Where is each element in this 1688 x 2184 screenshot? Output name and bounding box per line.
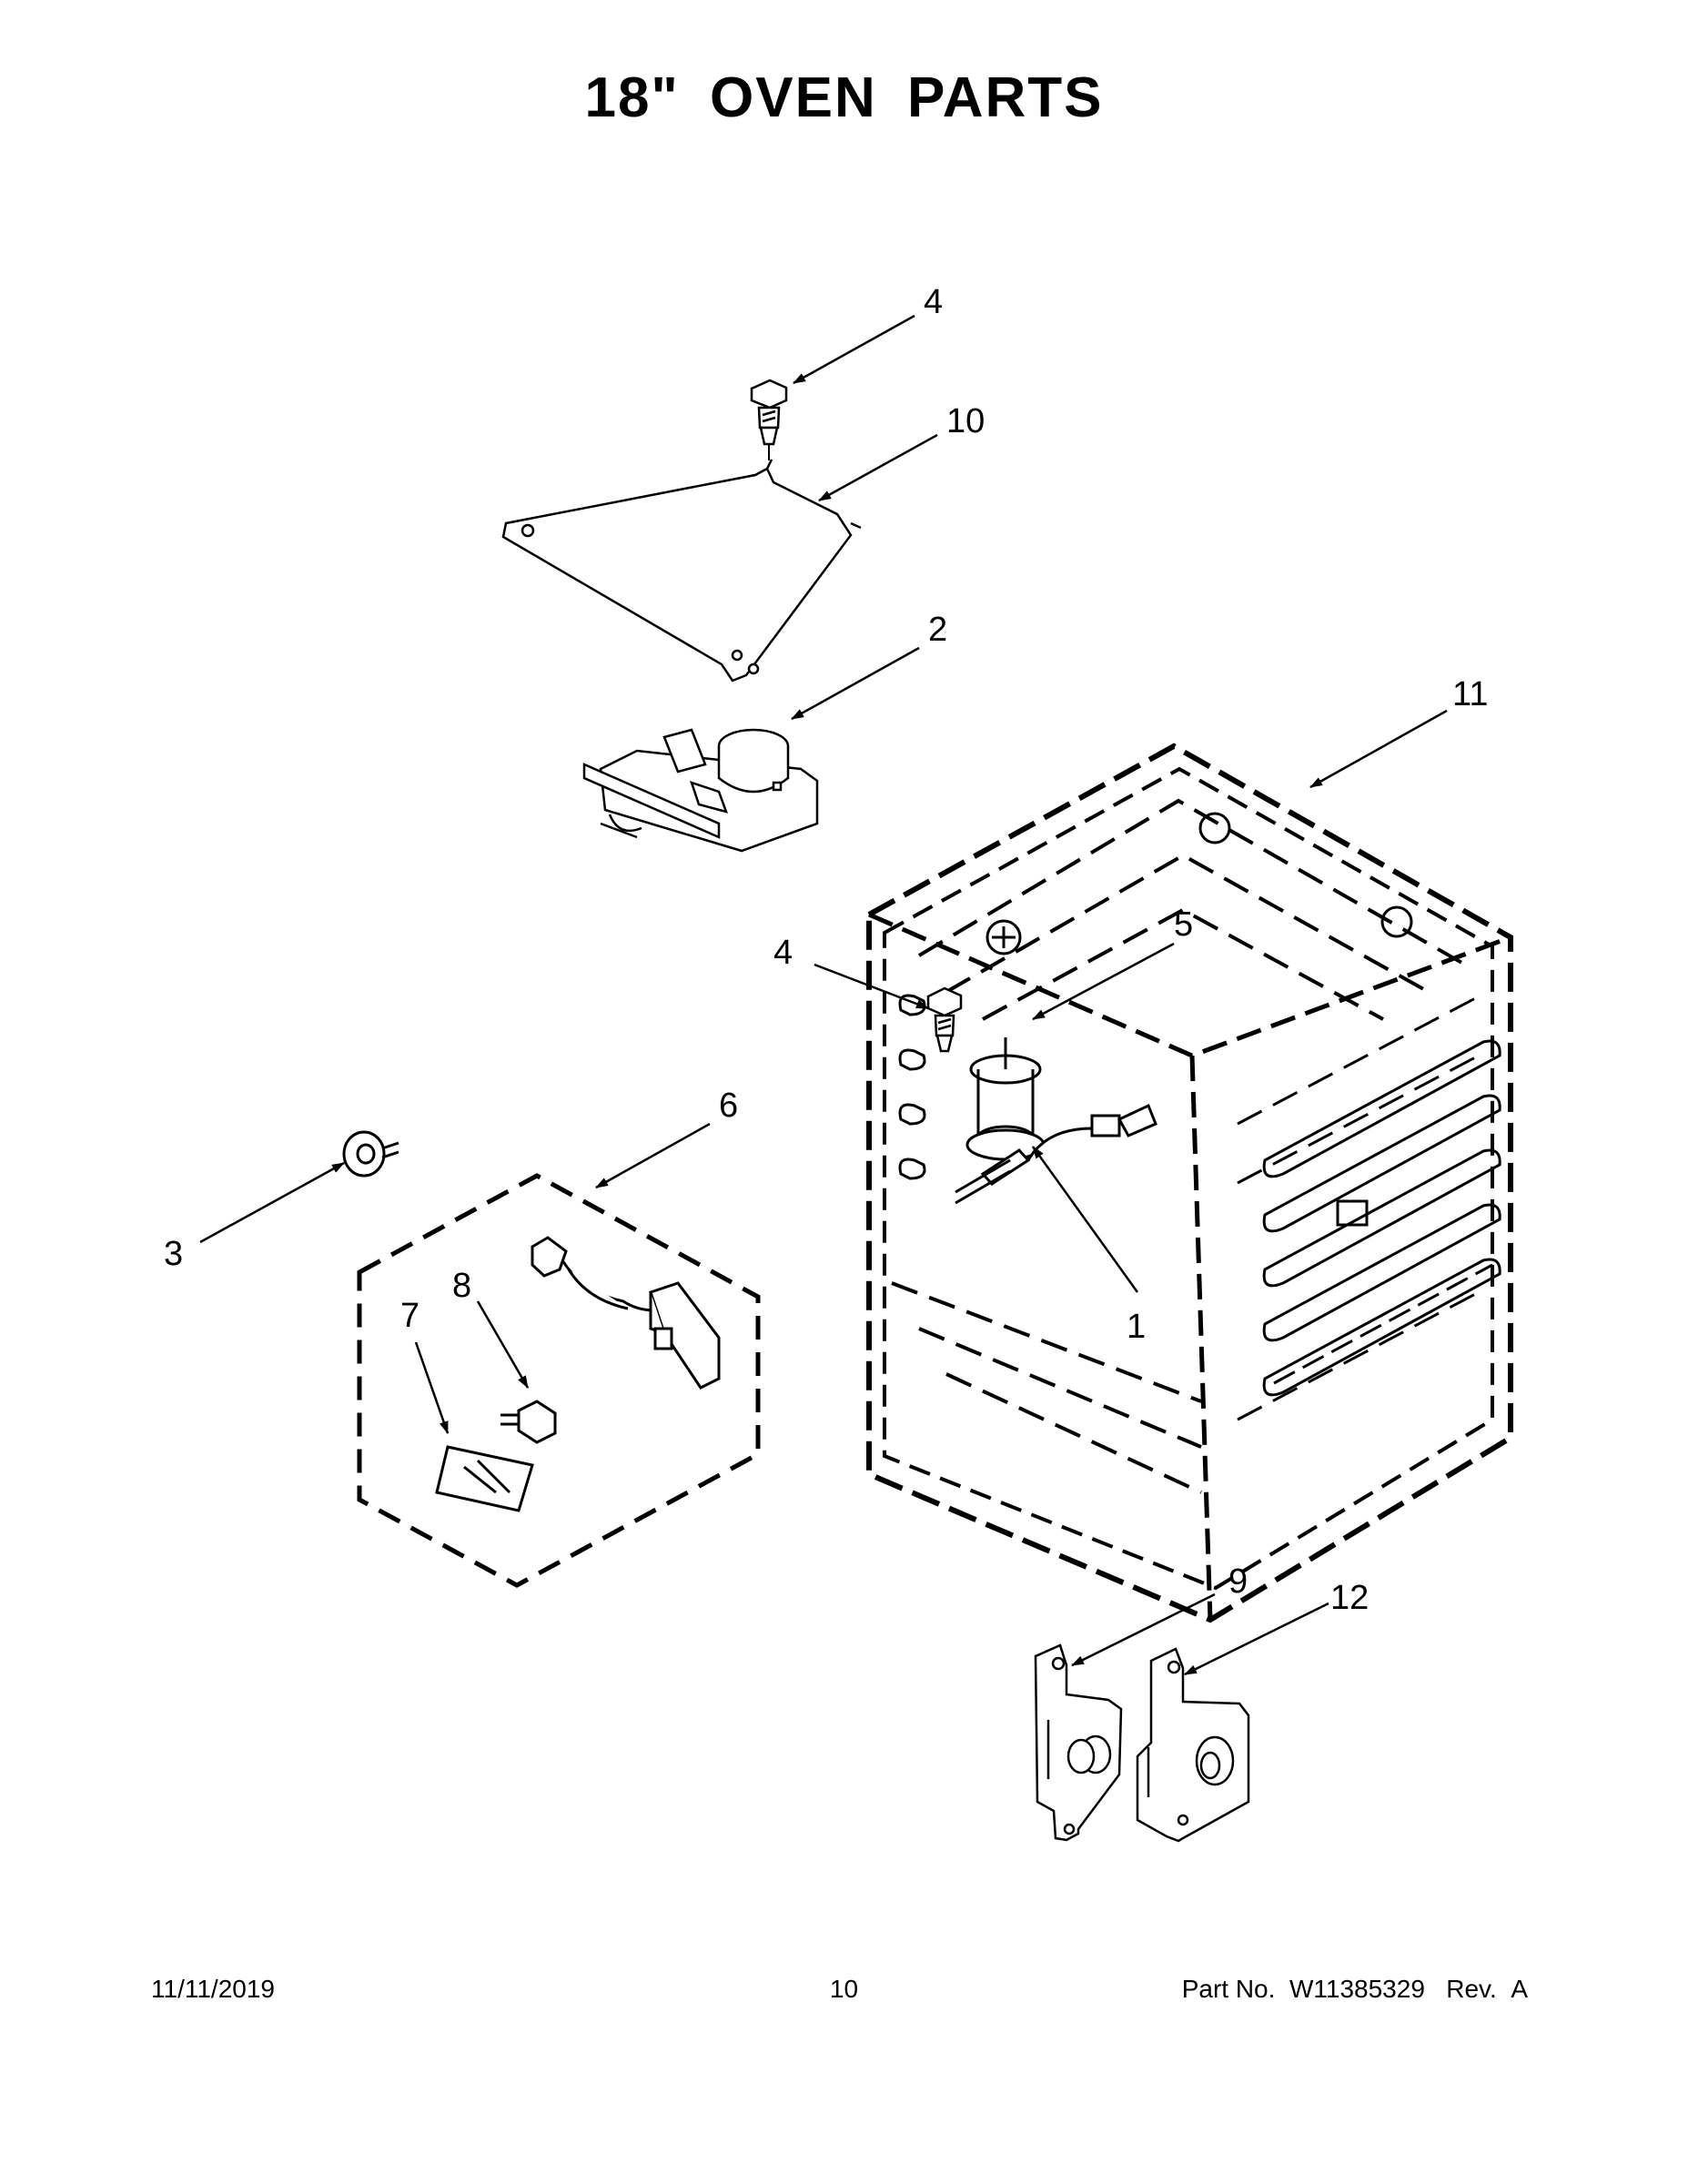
door-latch-part[interactable]	[582, 728, 819, 853]
leader-5	[1032, 942, 1175, 1021]
footer-part-number: Part No. W11385329 Rev. A	[1182, 1975, 1528, 2004]
callout-2: 2	[928, 611, 947, 649]
screw-mid-part[interactable]	[926, 986, 963, 1053]
callout-6: 6	[719, 1087, 738, 1125]
leader-7	[414, 1341, 450, 1434]
callout-3: 3	[164, 1235, 183, 1273]
leader-1	[1031, 1146, 1139, 1293]
part-number-label: Part No.	[1181, 1975, 1276, 2003]
callout-9: 9	[1228, 1562, 1248, 1601]
callout-11: 11	[1452, 675, 1488, 713]
leader-3	[199, 1161, 345, 1244]
callout-5: 5	[1174, 905, 1193, 944]
leader-10	[818, 433, 938, 502]
footer-page-number: 10	[829, 1975, 859, 2003]
latch-bracket-part[interactable]	[501, 459, 862, 682]
revision-label: Rev.	[1446, 1975, 1497, 2003]
page-title: 18" OVEN PARTS	[584, 66, 1104, 129]
footer-date: 11/11/2019	[151, 1975, 275, 2003]
leader-8	[476, 1300, 530, 1389]
hinge-receiver-right-part[interactable]	[1136, 1647, 1250, 1843]
leader-12	[1184, 1602, 1329, 1676]
grommet-part[interactable]	[965, 1037, 1046, 1161]
callout-1: 1	[1127, 1308, 1146, 1346]
leveling-leg-part[interactable]	[342, 1130, 399, 1178]
callout-8: 8	[452, 1267, 471, 1305]
callout-4-top: 4	[924, 283, 943, 321]
callout-4-mid: 4	[773, 934, 793, 972]
screw-top-part[interactable]	[750, 379, 788, 460]
callout-12: 12	[1330, 1579, 1369, 1617]
leader-6	[595, 1122, 711, 1189]
sensor-probe-part[interactable]	[955, 1103, 1157, 1205]
revision-value: A	[1511, 1975, 1528, 2003]
leader-11	[1309, 709, 1448, 789]
light-kit-part[interactable]	[357, 1173, 761, 1588]
leader-9	[1071, 1592, 1216, 1667]
callout-7: 7	[400, 1297, 419, 1335]
part-number-value: W11385329	[1289, 1975, 1425, 2003]
leader-4-mid	[814, 963, 929, 1010]
leader-4-top	[793, 314, 915, 385]
callout-10: 10	[946, 402, 985, 440]
oven-cavity-part[interactable]	[866, 743, 1513, 1623]
hinge-receiver-left-part[interactable]	[1034, 1643, 1123, 1842]
leader-2	[791, 646, 920, 721]
